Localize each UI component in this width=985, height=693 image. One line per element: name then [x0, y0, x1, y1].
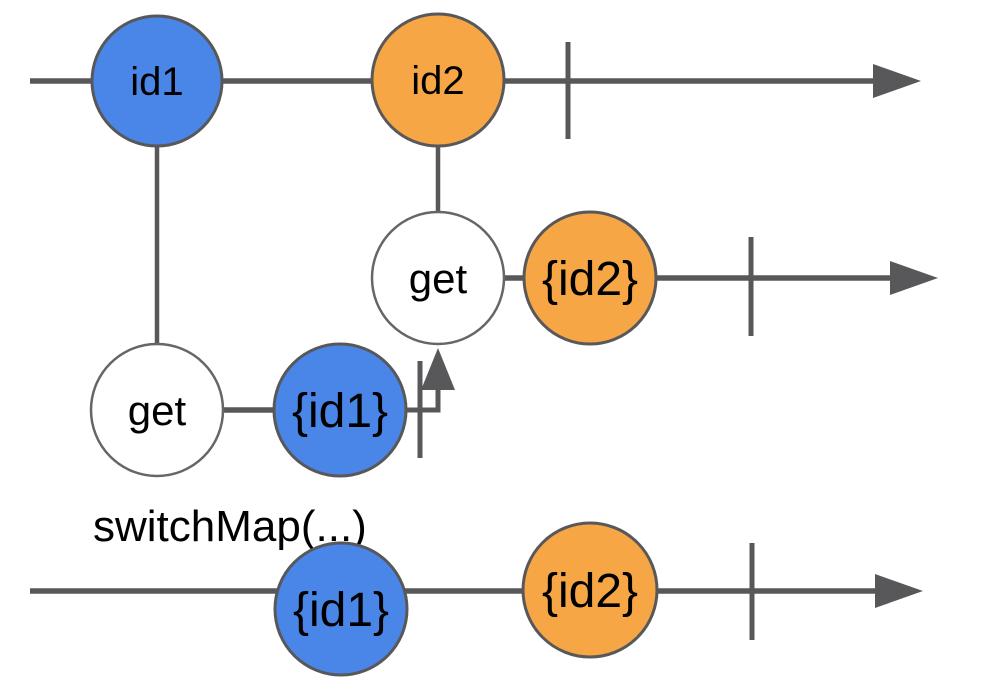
marble-id2: id2: [370, 12, 506, 148]
marble-get-1-label: get: [128, 387, 187, 434]
operator-label: switchMap(...): [93, 502, 367, 551]
marble-id1-circle: [90, 14, 224, 148]
switch-arrowhead-up-icon: [421, 348, 455, 390]
marble-result-id2: {id2}: [522, 210, 658, 346]
marble-id2-circle: [370, 12, 506, 148]
output-marble-id1: {id1}: [273, 541, 409, 677]
source-timeline-arrowhead-icon: [873, 64, 921, 98]
inner2-timeline-arrowhead-icon: [890, 261, 938, 295]
output-marble-id2-label: {id2}: [542, 565, 638, 618]
marble-get-1-circle: [89, 342, 225, 478]
marble-result-id2-circle: [522, 210, 658, 346]
marble-result-id1: {id1}: [272, 342, 408, 478]
switch-arrow-elbow: [407, 390, 441, 413]
output-stream: {id1} {id2}: [30, 521, 923, 677]
source-stream: id1 id2: [30, 12, 921, 346]
marble-get-2-label: get: [409, 255, 468, 302]
marble-id2-label: id2: [411, 59, 464, 103]
marble-get-request-2: get: [370, 210, 506, 346]
output-marble-id1-label: {id1}: [293, 584, 389, 637]
marble-result-id1-label: {id1}: [292, 385, 388, 438]
marble-id1-label: id1: [130, 60, 183, 104]
marble-get-request-1: get: [89, 342, 225, 478]
marble-id1: id1: [90, 14, 224, 148]
marble-result-id1-circle: [272, 342, 408, 478]
output-marble-id2-circle: [521, 521, 659, 659]
switch-to-inner2-arrow: [407, 348, 455, 413]
marble-result-id2-label: {id2}: [542, 253, 638, 306]
marble-get-2-circle: [370, 210, 506, 346]
inner-stream-id2: get {id2}: [370, 210, 938, 346]
inner-stream-id1: get {id1}: [89, 342, 455, 478]
output-marble-id2: {id2}: [521, 521, 659, 659]
output-marble-id1-circle: [273, 541, 409, 677]
output-timeline-arrowhead-icon: [875, 574, 923, 608]
